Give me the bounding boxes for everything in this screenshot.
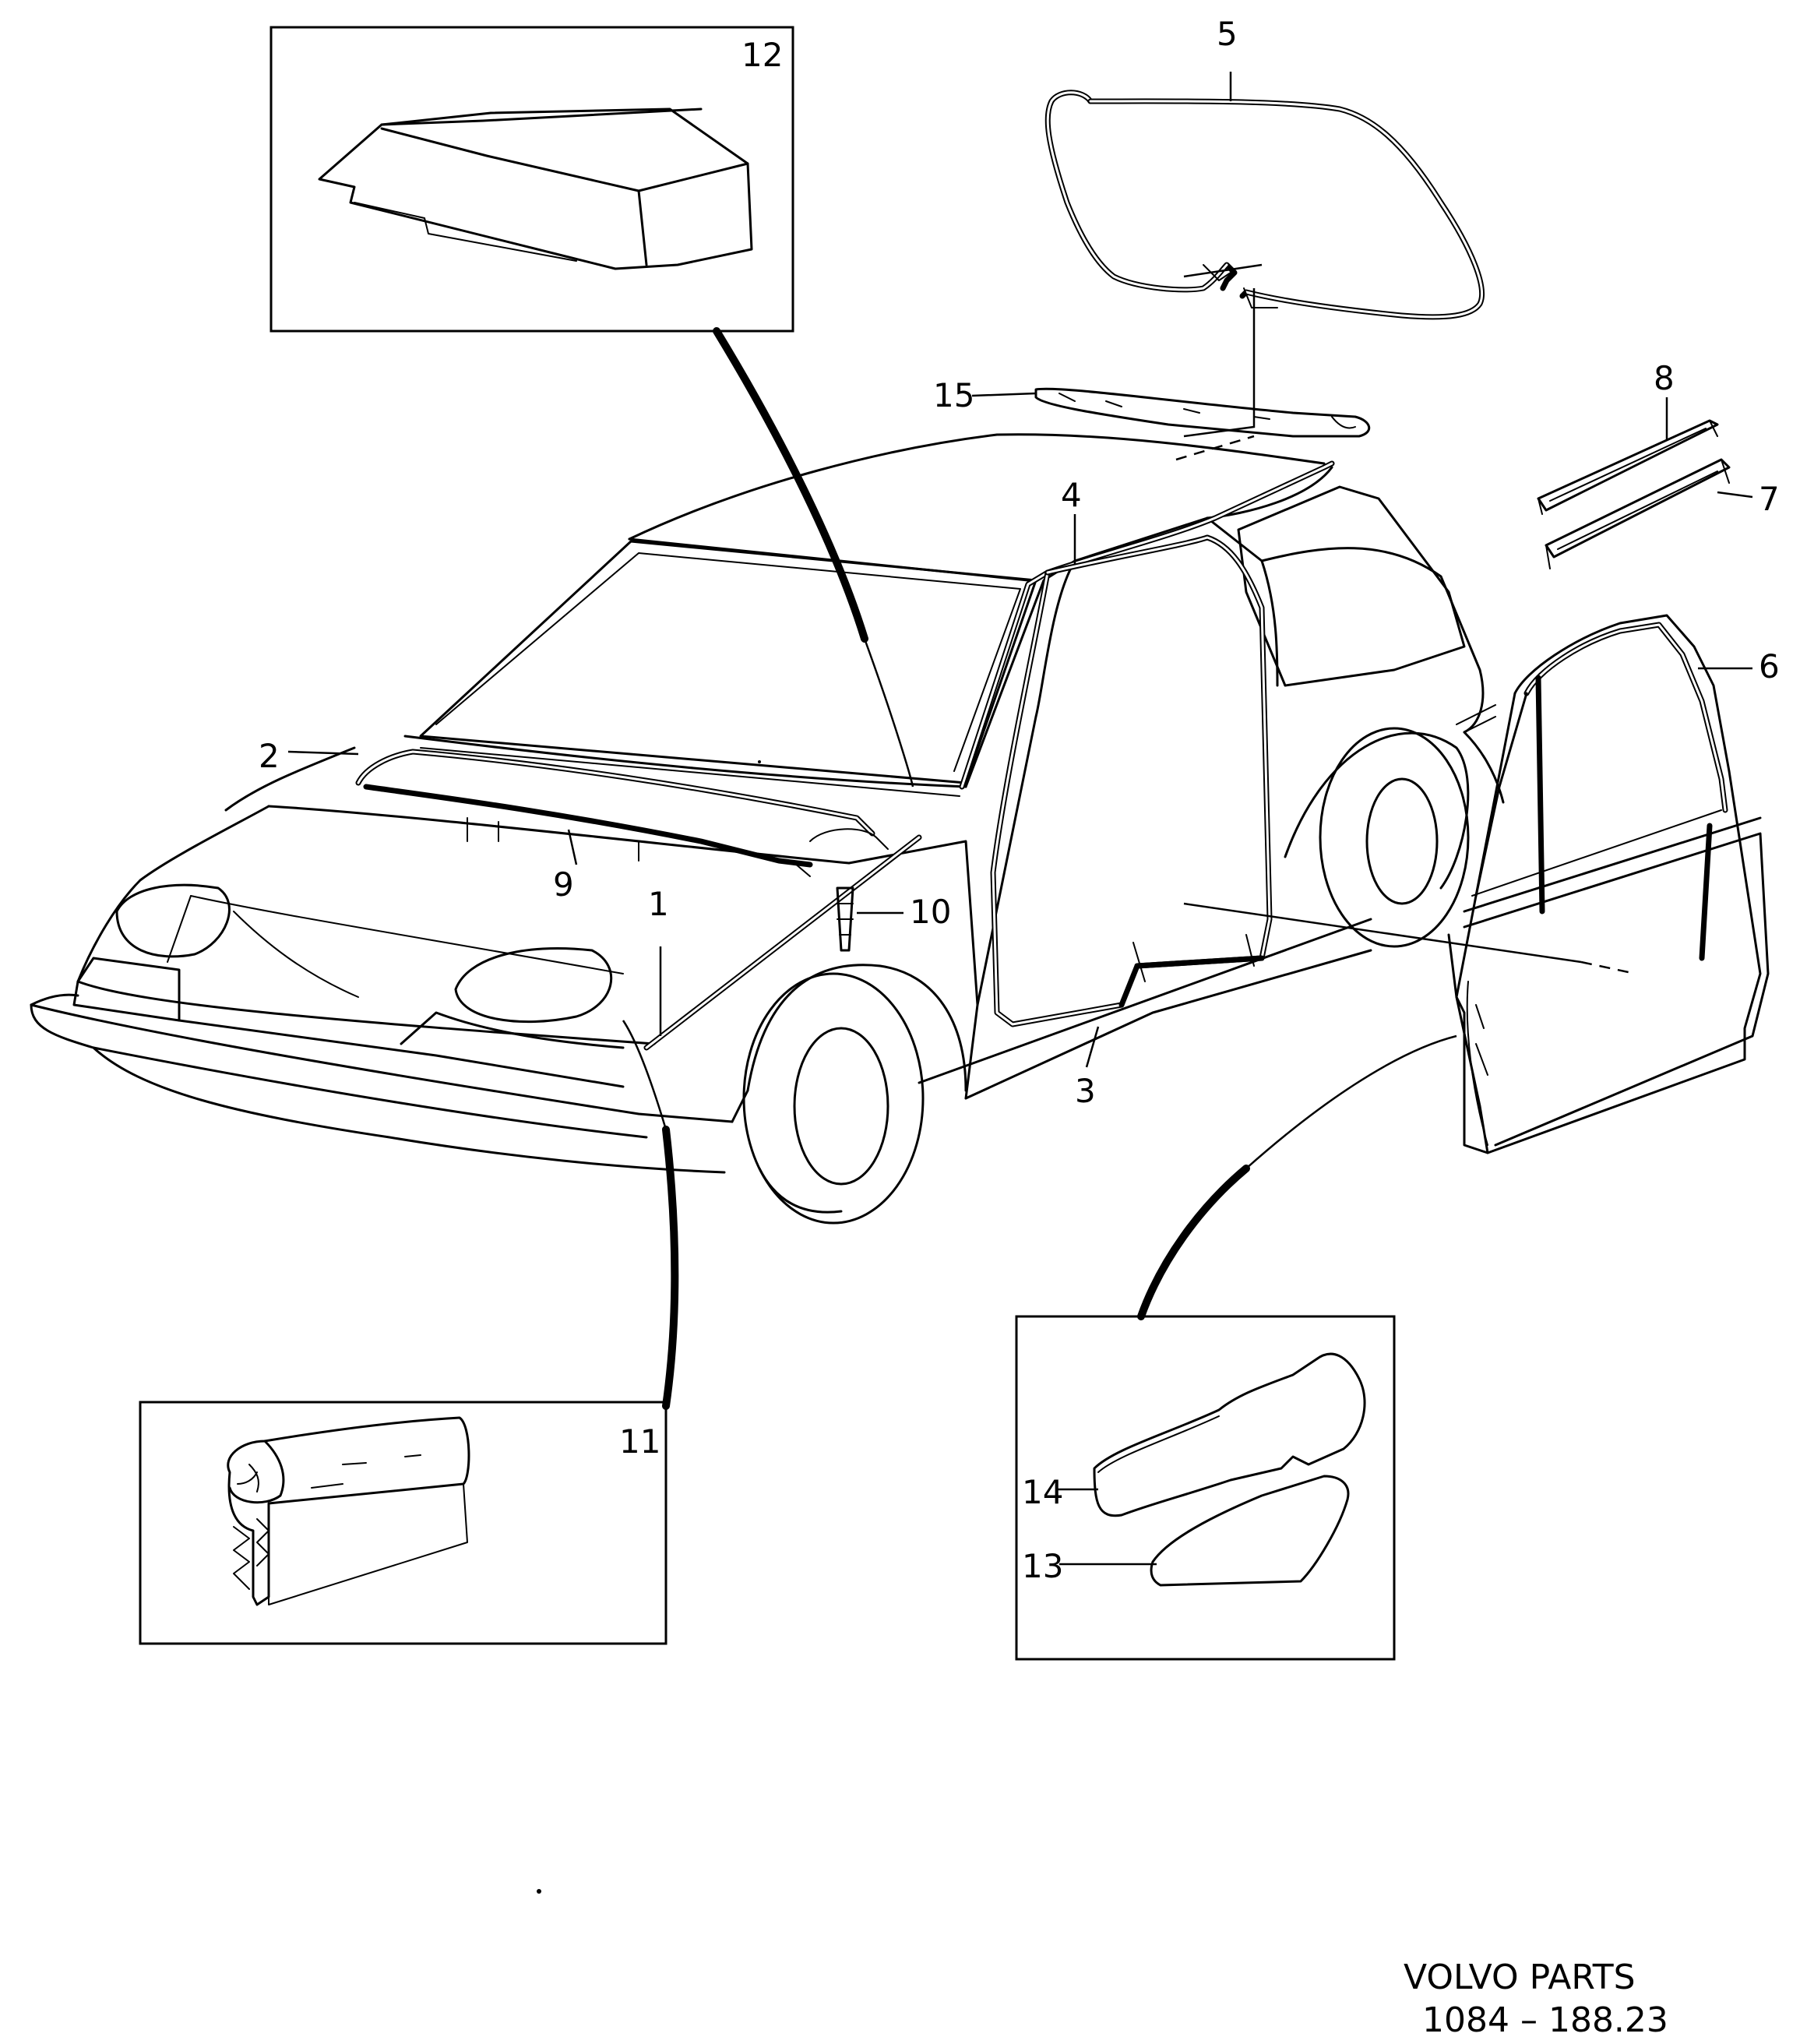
door-line — [1183, 902, 1582, 964]
part-15-roof-strip — [1034, 387, 1370, 438]
inset-13-14 — [1015, 1315, 1396, 1661]
part-label-12: 12 — [741, 36, 783, 74]
footer: VOLVO PARTS 1084 – 188.23 — [1404, 1958, 1668, 2040]
dot — [758, 760, 761, 763]
car-body — [30, 433, 1505, 1225]
part-8-strip — [1537, 419, 1719, 515]
inset-13-pointer-thick — [1137, 1165, 1250, 1320]
leader-lines — [287, 514, 1100, 1068]
inset-13-pointer — [1245, 1034, 1457, 1169]
part-label-8: 8 — [1654, 359, 1675, 397]
part-labels: 1 2 3 4 5 6 7 8 9 10 11 12 13 14 15 — [259, 15, 1780, 1585]
door-dash-line — [1580, 960, 1636, 975]
part-label-14: 14 — [1022, 1473, 1063, 1511]
inset-11-pointer-thick — [662, 1126, 679, 1410]
part-label-13: 13 — [1022, 1547, 1063, 1585]
part-9-leader — [567, 829, 578, 865]
part-7-strip — [1545, 458, 1731, 569]
part-2-leader — [287, 750, 359, 756]
inset-11-pointer — [622, 1020, 667, 1130]
part-15-leader — [971, 392, 1037, 397]
part-6-door — [1447, 614, 1770, 1154]
part-label-5: 5 — [1217, 15, 1238, 53]
inset-11 — [139, 1401, 667, 1645]
part-5-stub — [1183, 263, 1263, 278]
part-label-4: 4 — [1061, 476, 1082, 514]
part-5-dash-line — [1175, 435, 1255, 461]
footer-brand: VOLVO PARTS — [1404, 1958, 1636, 1997]
part-label-15: 15 — [933, 376, 974, 414]
seals-on-car — [355, 460, 1335, 1051]
footer-code: 1084 – 188.23 — [1422, 2000, 1668, 2040]
part-label-9: 9 — [553, 865, 574, 904]
part-label-3: 3 — [1075, 1072, 1096, 1110]
part-7-leader — [1717, 491, 1753, 499]
part-5-door-seal — [1044, 90, 1485, 320]
part-5-connector — [1183, 288, 1256, 438]
inset-12-pointer — [863, 638, 914, 788]
part-label-6: 6 — [1759, 647, 1780, 685]
part-label-2: 2 — [259, 737, 280, 775]
inset-12 — [269, 26, 794, 333]
part-label-11: 11 — [619, 1422, 660, 1461]
inset-12-pointer-thick — [713, 327, 868, 643]
part-label-7: 7 — [1759, 480, 1780, 518]
part-label-10: 10 — [910, 893, 951, 931]
part-label-1: 1 — [648, 885, 669, 923]
part-3-leader — [1085, 1026, 1100, 1068]
dot — [537, 1889, 541, 1894]
